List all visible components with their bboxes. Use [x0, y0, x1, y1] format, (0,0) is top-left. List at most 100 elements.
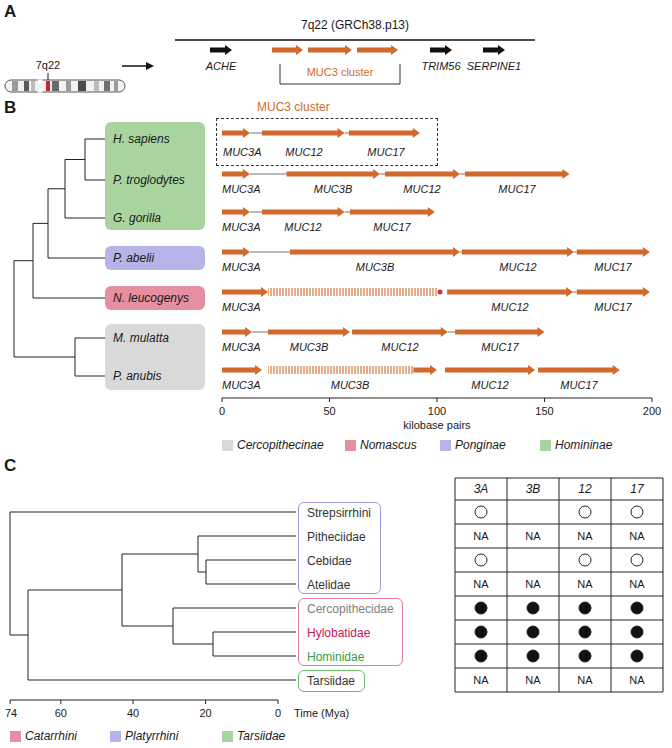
table-rule: [455, 572, 663, 573]
tick-label: 40: [127, 706, 139, 720]
gene-label: MUC3B: [290, 340, 329, 354]
table-rule: [611, 478, 612, 692]
axis-tick: [278, 700, 279, 704]
axis-tick: [205, 700, 206, 704]
present-circle: [631, 626, 643, 638]
tick-label: 74: [5, 706, 17, 720]
tree-branch: [206, 560, 296, 561]
gene-arrow: [350, 207, 435, 217]
gene-arrow: [268, 327, 350, 337]
band-tick: [48, 73, 49, 80]
tick-label: 50: [323, 404, 335, 418]
clade-label: Atelidae: [307, 578, 350, 592]
gene-arrow: [222, 128, 250, 138]
clade-label: Strepsirrhini: [307, 506, 371, 520]
legend-swatch: [222, 440, 233, 451]
gene-label: SERPINE1: [467, 59, 521, 73]
band-label: 7q22: [36, 58, 60, 72]
clade-label: Tarsiidae: [307, 674, 355, 688]
tick-label: 0: [275, 706, 281, 720]
present-circle: [527, 650, 539, 662]
tree-branch: [173, 608, 174, 644]
tree-branch: [48, 188, 65, 189]
clade-label: Pitheciidae: [307, 530, 366, 544]
gene-label: MUC12: [471, 378, 508, 392]
table-cell: NA: [525, 673, 540, 687]
present-circle: [579, 650, 591, 662]
gene-label: MUC17: [498, 182, 535, 196]
gene-label: MUC12: [284, 220, 321, 234]
intergenic-line: [250, 174, 287, 175]
tree-branch: [10, 512, 296, 513]
table-cell: NA: [577, 577, 592, 591]
table-header: 12: [578, 482, 591, 496]
gene-label: MUC17: [594, 300, 631, 314]
table-rule: [455, 478, 663, 479]
gene-arrow: [385, 169, 460, 179]
tree-branch: [206, 560, 207, 584]
gene-arrow: [465, 169, 569, 179]
chromosome-band: [31, 81, 35, 91]
tree-branch: [75, 376, 105, 377]
gene-arrow: [352, 327, 448, 337]
gene-label: MUC3A: [222, 340, 261, 354]
gene-arrow: [272, 45, 303, 55]
table-rule: [455, 668, 663, 669]
panel-letter: A: [4, 2, 16, 22]
species-label: M. mulatta: [113, 331, 169, 345]
table-rule: [455, 620, 663, 621]
table-cell: NA: [629, 577, 644, 591]
axis-title: Time (Mya): [294, 706, 349, 720]
tree-branch: [33, 223, 48, 224]
gene-arrow: [222, 207, 250, 217]
present-circle: [527, 602, 539, 614]
gene-label: MUC3A: [223, 145, 262, 159]
legend-label: Tarsiidae: [237, 729, 285, 743]
gene-arrow: [222, 169, 250, 179]
open-circle: [579, 554, 591, 566]
legend-label: Nomascus: [360, 438, 417, 452]
gene-label: ACHE: [206, 59, 237, 73]
tree-branch: [10, 635, 28, 636]
tree-branch: [14, 260, 33, 261]
table-header: 17: [630, 482, 643, 496]
tick-label: 0: [219, 404, 225, 418]
table-rule: [507, 478, 508, 692]
gene-arrow: [222, 365, 262, 375]
table-cell: NA: [473, 529, 488, 543]
tree-branch: [28, 680, 296, 681]
cluster-label: MUC3 cluster: [307, 65, 374, 79]
intergenic-line: [460, 174, 465, 175]
present-circle: [475, 626, 487, 638]
tree-branch: [65, 159, 85, 160]
legend-label: Platyrrhini: [125, 729, 178, 743]
table-rule: [559, 478, 560, 692]
cluster-box: MUC3 clusterMUC3AMUC12MUC17: [216, 118, 438, 166]
clade-label: Cebidae: [307, 554, 352, 568]
present-circle: [475, 602, 487, 614]
axis-line: [10, 700, 278, 701]
legend-swatch: [222, 731, 233, 742]
gene-label: MUC17: [481, 340, 518, 354]
gene-label: MUC17: [594, 260, 631, 274]
open-circle: [475, 554, 487, 566]
table-cell: NA: [525, 529, 540, 543]
legend-swatch: [440, 440, 451, 451]
gene-label: MUC3B: [331, 378, 370, 392]
gene-arrow: [447, 287, 573, 297]
present-circle: [527, 626, 539, 638]
tree-branch: [198, 536, 296, 537]
tree-branch: [213, 632, 296, 633]
gene-arrow: [413, 365, 437, 375]
table-header: 3B: [526, 482, 541, 496]
axis-tick: [60, 700, 61, 704]
table-cell: NA: [577, 529, 592, 543]
open-circle: [475, 506, 487, 518]
gene-label: MUC17: [373, 220, 410, 234]
clade-label: Cercopithecidae: [307, 602, 394, 616]
intergenic-line: [573, 292, 577, 293]
legend-label: Cercopithecinae: [237, 438, 324, 452]
legend-swatch: [110, 731, 121, 742]
gene-arrow: [483, 45, 505, 55]
gene-label: TRIM56: [421, 59, 460, 73]
